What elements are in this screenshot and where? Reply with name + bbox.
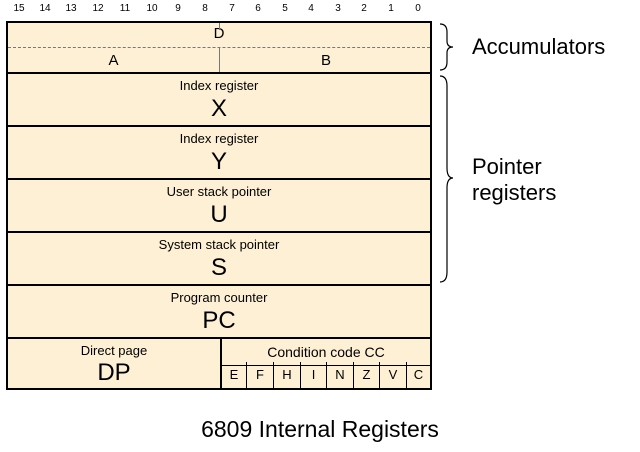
register-desc: Index register	[179, 78, 259, 93]
register-name: DP	[97, 359, 131, 386]
cc-flag-e: E	[220, 362, 246, 388]
bit-number: 3	[335, 3, 341, 14]
accumulator-d-label: D	[213, 25, 225, 42]
bit-number: 5	[282, 3, 288, 14]
register-name: PC	[202, 307, 236, 334]
register-desc: System stack pointer	[158, 237, 280, 252]
accumulator-divider	[219, 47, 220, 72]
accumulator-a-label: A	[108, 52, 119, 69]
bit-number: 1	[388, 3, 394, 14]
diagram-caption: 6809 Internal Registers	[201, 416, 439, 442]
register-row-dp-cc: Direct page DP Condition code CC E F H I…	[8, 339, 430, 388]
pointer-registers-brace	[439, 75, 454, 283]
register-name: U	[210, 201, 228, 228]
accumulators-brace	[439, 23, 454, 71]
bit-number: 6	[255, 3, 261, 14]
register-name: X	[210, 95, 227, 122]
register-name: S	[210, 254, 227, 281]
register-desc: Index register	[179, 131, 259, 146]
bit-number: 10	[146, 3, 158, 14]
register-desc: Program counter	[170, 290, 268, 305]
pointer-group-label-line1: Pointer	[472, 154, 542, 179]
bit-number: 9	[175, 3, 181, 14]
accumulator-tick-top	[219, 23, 220, 30]
direct-page-register: Direct page DP	[8, 339, 220, 388]
register-desc: Direct page	[80, 343, 148, 358]
bit-number: 7	[229, 3, 235, 14]
accumulator-b-label: B	[320, 52, 331, 69]
register-row-pc: Program counter PC	[8, 286, 430, 339]
condition-code-label: Condition code CC	[220, 339, 430, 366]
register-row-s: System stack pointer S	[8, 233, 430, 286]
bit-number: 4	[308, 3, 314, 14]
cc-flag-i: I	[300, 362, 326, 388]
accumulators-group-label: Accumulators	[472, 34, 606, 59]
bit-number: 12	[92, 3, 104, 14]
bit-number: 13	[65, 3, 77, 14]
cc-flag-h: H	[273, 362, 300, 388]
bit-number: 8	[202, 3, 208, 14]
register-row-y: Index register Y	[8, 127, 430, 180]
bit-number: 15	[13, 3, 25, 14]
register-row-u: User stack pointer U	[8, 180, 430, 233]
bit-number: 11	[119, 3, 131, 14]
bit-number: 2	[361, 3, 367, 14]
register-row-x: Index register X	[8, 74, 430, 127]
pointer-group-label-line2: registers	[472, 180, 557, 205]
register-diagram: D A B Index register X Index register Y …	[6, 21, 432, 390]
cc-flag-n: N	[326, 362, 353, 388]
group-braces	[439, 23, 454, 283]
cc-flag-c: C	[406, 362, 430, 388]
register-desc: User stack pointer	[166, 184, 272, 199]
bit-number: 14	[39, 3, 51, 14]
register-name: Y	[210, 148, 227, 175]
cc-flag-v: V	[379, 362, 406, 388]
bit-number: 0	[415, 3, 421, 14]
cc-flag-f: F	[246, 362, 273, 388]
accumulator-row: D A B	[8, 23, 430, 74]
cc-flag-z: Z	[353, 362, 379, 388]
